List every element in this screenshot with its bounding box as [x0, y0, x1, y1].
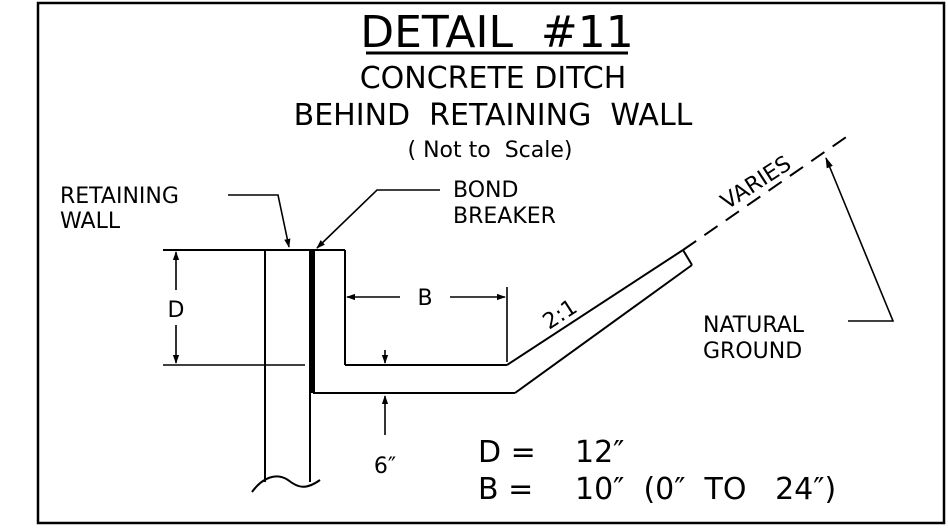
b-value: 10″ (0″ TO 24″) [575, 472, 836, 507]
dim-b-label: B [417, 286, 432, 311]
natural-ground-label-line1: NATURAL [703, 313, 805, 338]
b-value-label: B = [478, 472, 533, 507]
d-value: 12″ [575, 435, 624, 470]
drawing-border [36, 1, 946, 525]
retaining-wall-leader [228, 194, 291, 248]
d-dimension [163, 251, 305, 366]
subtitle-line1: CONCRETE DITCH [360, 61, 627, 96]
bond-breaker-label-line1: BOND [453, 178, 518, 203]
subtitle-line2: BEHIND RETAINING WALL [294, 98, 693, 133]
bond-breaker-leader [316, 189, 440, 249]
slope-label: 2:1 [539, 295, 582, 335]
d-value-label: D = [478, 435, 536, 470]
retaining-wall-label-line1: RETAINING [60, 184, 179, 209]
varies-label: VARIES [717, 151, 796, 215]
thickness-label: 6″ [374, 454, 396, 479]
b-dimension [346, 287, 508, 362]
natural-ground-line [682, 132, 853, 251]
bond-breaker-label-line2: BREAKER [453, 204, 556, 229]
retaining-wall-label-line2: WALL [60, 209, 121, 234]
detail-title: DETAIL #11 [360, 7, 634, 58]
natural-ground-label-line2: GROUND [703, 339, 802, 364]
scale-note: ( Not to Scale) [408, 138, 573, 163]
natural-ground-leader [825, 156, 895, 322]
retaining-wall [163, 249, 345, 493]
dim-d-label: D [168, 298, 185, 323]
concrete-ditch [313, 249, 693, 394]
